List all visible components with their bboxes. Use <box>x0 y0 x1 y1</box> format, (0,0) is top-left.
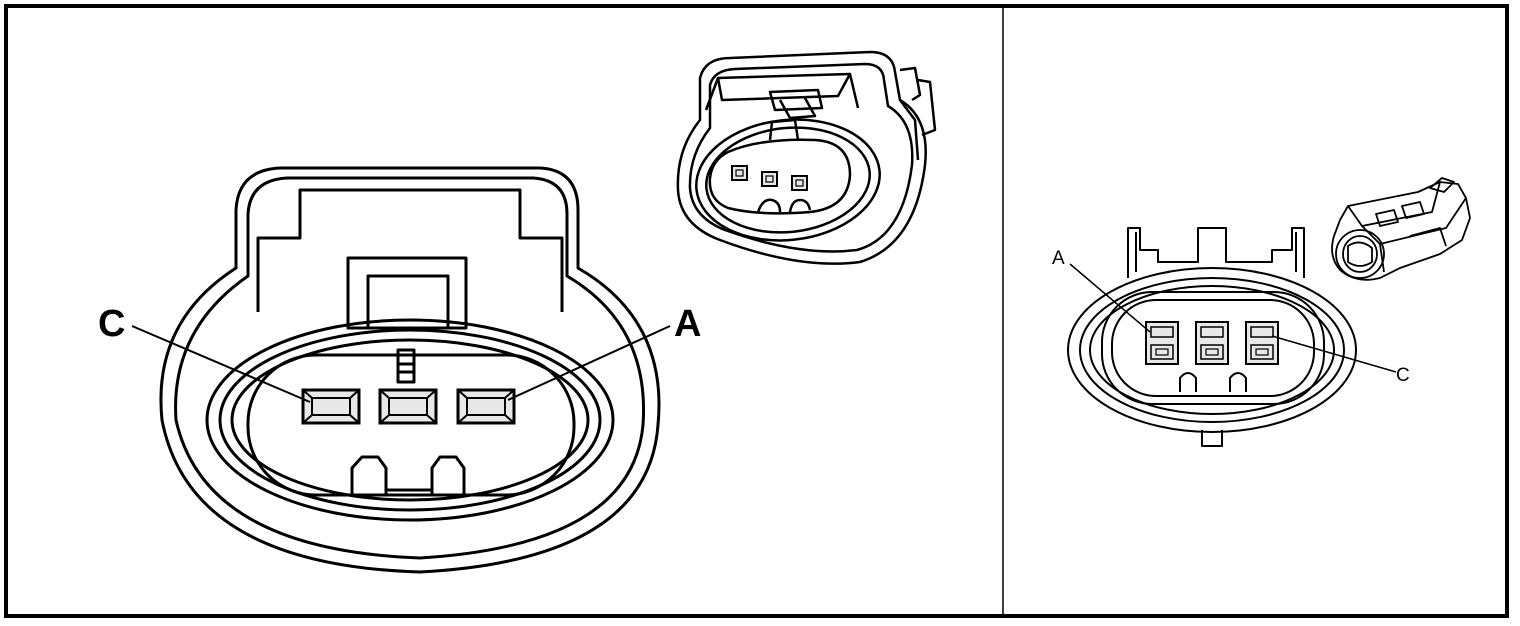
iso-lock-top-2 <box>716 73 852 102</box>
right-seal-3 <box>1089 285 1335 415</box>
seal-ring-3 <box>230 338 590 502</box>
left-connector-face <box>159 166 661 574</box>
left-terminals <box>301 388 516 425</box>
small-iso-detail <box>1375 201 1425 227</box>
key-notch-bottom <box>350 455 466 495</box>
iso-seal-2 <box>705 126 871 234</box>
terminal-a <box>456 388 516 425</box>
right-bottom-stub <box>1201 430 1223 447</box>
right-terminal-b <box>1195 321 1229 365</box>
iso-side-tab <box>899 66 937 137</box>
right-seal-outer <box>1067 267 1357 433</box>
latch-inner <box>366 274 450 330</box>
iso-latch-2 <box>778 97 817 120</box>
housing-outline-inner <box>174 176 646 560</box>
small-iso-face-3 <box>1347 241 1373 267</box>
right-top-latch <box>1127 227 1305 278</box>
right-pin-label-a: A <box>1052 248 1065 269</box>
isometric-connector-large <box>676 50 937 265</box>
terminal-c <box>301 388 361 425</box>
iso-side-rib <box>899 99 920 161</box>
pin-label-a: A <box>674 303 701 345</box>
center-key-stub <box>396 348 416 384</box>
right-leader-line-c <box>1271 335 1397 373</box>
iso-key-notch <box>756 198 812 213</box>
right-pin-label-c: C <box>1396 365 1410 386</box>
small-iso-rib-3 <box>1379 243 1385 273</box>
iso-center-key <box>768 118 800 141</box>
small-iso-latch <box>1429 177 1455 193</box>
leader-line-a <box>507 325 671 401</box>
right-pin-chamber <box>1101 291 1325 405</box>
small-iso-face-2 <box>1342 235 1378 273</box>
right-seal-2 <box>1079 277 1345 423</box>
leader-line-c <box>131 325 311 403</box>
right-key-notch <box>1179 372 1247 392</box>
seal-ring-2 <box>218 328 602 512</box>
iso-terminals-large <box>731 165 808 191</box>
iso-latch <box>768 88 824 112</box>
pin-label-c: C <box>98 303 125 345</box>
seal-ring-1 <box>205 318 615 522</box>
iso-pin-chamber <box>708 138 852 215</box>
outer-frame <box>4 4 1509 618</box>
lock-tab-top <box>256 188 564 312</box>
right-terminal-a <box>1145 321 1179 365</box>
housing-outline-outer <box>159 166 661 574</box>
isometric-connector-small <box>1331 177 1471 281</box>
small-iso-face-1 <box>1335 229 1385 279</box>
right-terminal-c <box>1245 321 1279 365</box>
iso-lock-top <box>704 72 860 111</box>
terminal-b <box>378 388 438 425</box>
right-leader-line-a <box>1069 263 1151 333</box>
small-iso-tail <box>1409 227 1447 247</box>
iso-body-inner <box>688 62 914 253</box>
pin-chamber <box>246 353 576 497</box>
iso-body-outer <box>676 50 927 265</box>
right-terminals <box>1145 321 1279 365</box>
